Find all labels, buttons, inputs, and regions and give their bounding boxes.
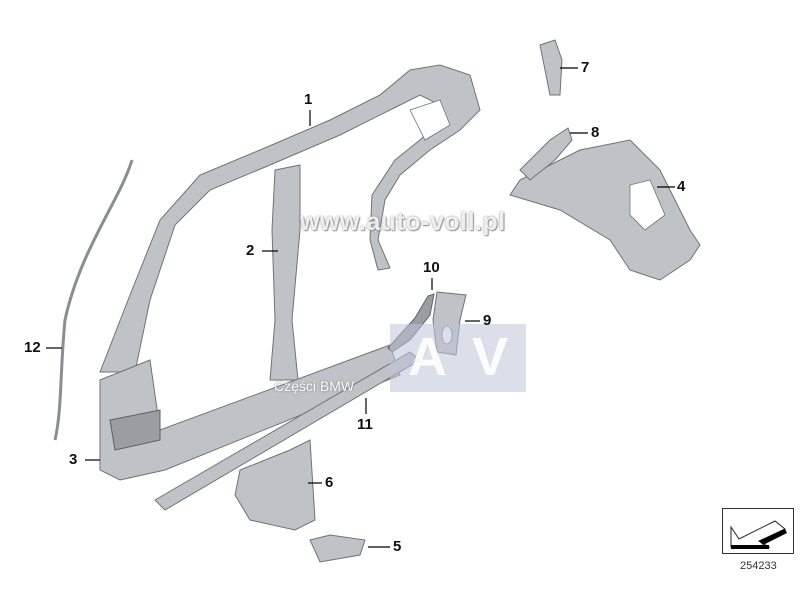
part-4-rear-wheelhouse: [509, 139, 701, 281]
watermark-caption: Części BMW: [274, 378, 355, 394]
arrow-orientation-icon: [722, 508, 794, 554]
watermark-url: www.auto-voll.pl: [300, 208, 506, 236]
watermark-logo-v: V: [472, 327, 509, 387]
part-label-5: 5: [393, 538, 402, 555]
watermark-logo-a: A: [408, 327, 447, 387]
part-label-6: 6: [325, 474, 334, 491]
part-label-3: 3: [69, 451, 78, 468]
part-label-9: 9: [483, 312, 492, 329]
part-12-seal: [53, 159, 134, 441]
figure-number: 254233: [740, 560, 777, 572]
watermark-logo-box: [390, 324, 526, 392]
part-1-side-frame: [99, 64, 481, 373]
part-2-b-pillar: [269, 164, 301, 381]
part-label-10: 10: [423, 259, 440, 276]
part-8-bracket: [519, 127, 573, 181]
part-label-2: 2: [246, 242, 255, 259]
part-label-7: 7: [581, 59, 590, 76]
part-6-panel: [234, 439, 316, 531]
part-7-bracket: [539, 39, 563, 96]
part-label-1: 1: [304, 91, 313, 108]
part-label-4: 4: [677, 178, 686, 195]
part-label-8: 8: [591, 124, 600, 141]
part-label-11: 11: [357, 416, 373, 433]
part-label-12: 12: [24, 339, 41, 356]
part-5-bracket: [309, 534, 366, 563]
